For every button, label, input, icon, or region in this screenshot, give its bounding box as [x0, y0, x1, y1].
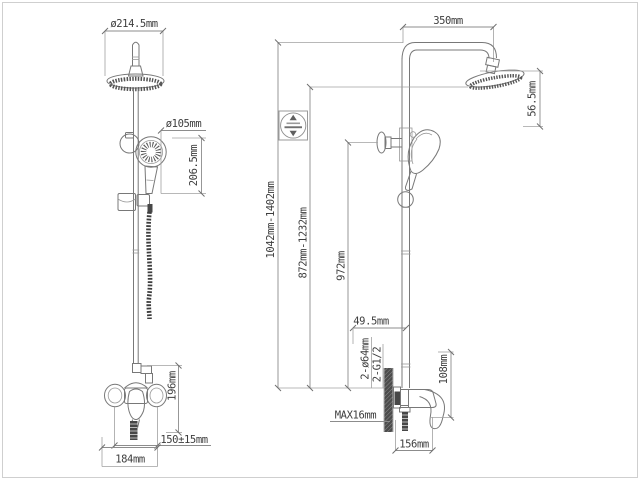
mixer-front [104, 382, 167, 440]
dim-wall-offset: 49.5mm [349, 316, 410, 344]
shower-arm-side [401, 42, 501, 75]
dim-rail-height: 972mm [336, 139, 378, 392]
mixer-valve-side [393, 386, 445, 431]
arrow-up-icon [289, 114, 297, 121]
wall-section [383, 368, 394, 432]
dim-handshower-diameter: ø105mm [157, 118, 206, 194]
shower-rail-front [132, 88, 140, 364]
dim-arm-length: 350mm [399, 15, 497, 62]
dim-overall-height-label: 1042mm-1402mm [265, 181, 277, 258]
front-view: ø214.5mm [98, 18, 211, 467]
inlet-labels: 2-ø64mm 2-G1/2 [360, 337, 384, 388]
dim-head-drop: 56.5mm [480, 67, 544, 130]
dim-head-height: 872mm-1232mm [298, 83, 468, 392]
label-max-wall: MAX16mm [330, 410, 390, 422]
hand-shower-front [119, 132, 167, 194]
rail-elbow [132, 363, 153, 384]
slider-ring [397, 191, 414, 208]
label-escutcheons: 2-ø64mm [360, 338, 372, 380]
dim-rail-height-label: 972mm [336, 251, 348, 281]
dim-head-height-label: 872mm-1232mm [298, 207, 310, 278]
dim-head-diameter-label: ø214.5mm [110, 18, 157, 30]
arrow-down-icon [289, 130, 297, 137]
slider-bracket [117, 193, 153, 213]
dim-body-height-label: 108mm [438, 355, 450, 385]
dim-projection-label: 156mm [399, 439, 429, 451]
rain-shower-head-front [106, 41, 165, 92]
dim-projection: 156mm [392, 417, 436, 454]
dim-inlet-spacing-label: 150±15mm [160, 434, 207, 446]
dim-mixer-width-label: 184mm [115, 454, 145, 466]
dim-wall-offset-label: 49.5mm [353, 316, 389, 328]
shower-pipe-side [399, 58, 413, 388]
side-view: 350mm 56.5mm [265, 15, 544, 454]
dim-mixer-height-label: 196mm [167, 371, 179, 401]
dim-handshower-diameter-label: ø105mm [166, 118, 202, 130]
hand-shower-side [404, 129, 441, 192]
dim-handshower-length: 206.5mm [161, 134, 206, 197]
rain-shower-head-side [465, 69, 525, 90]
dim-head-diameter: ø214.5mm [101, 18, 167, 76]
dim-arm-length-label: 350mm [433, 15, 463, 27]
dim-mixer-height: 196mm [147, 362, 182, 436]
dim-head-drop-label: 56.5mm [527, 81, 539, 117]
dim-overall-height: 1042mm-1402mm [265, 39, 403, 392]
label-connections: 2-G1/2 [372, 347, 384, 383]
hose-outlet-front [130, 421, 138, 440]
wall-bracket [376, 131, 403, 154]
label-max-wall-text: MAX16mm [335, 410, 377, 422]
hose-outlet-side [399, 407, 411, 431]
height-adjust-badge [278, 110, 308, 141]
dim-mixer-width: 184mm [98, 437, 161, 467]
dim-handshower-length-label: 206.5mm [188, 145, 200, 187]
shower-hose [146, 211, 153, 320]
dim-body-height: 108mm [430, 348, 455, 421]
